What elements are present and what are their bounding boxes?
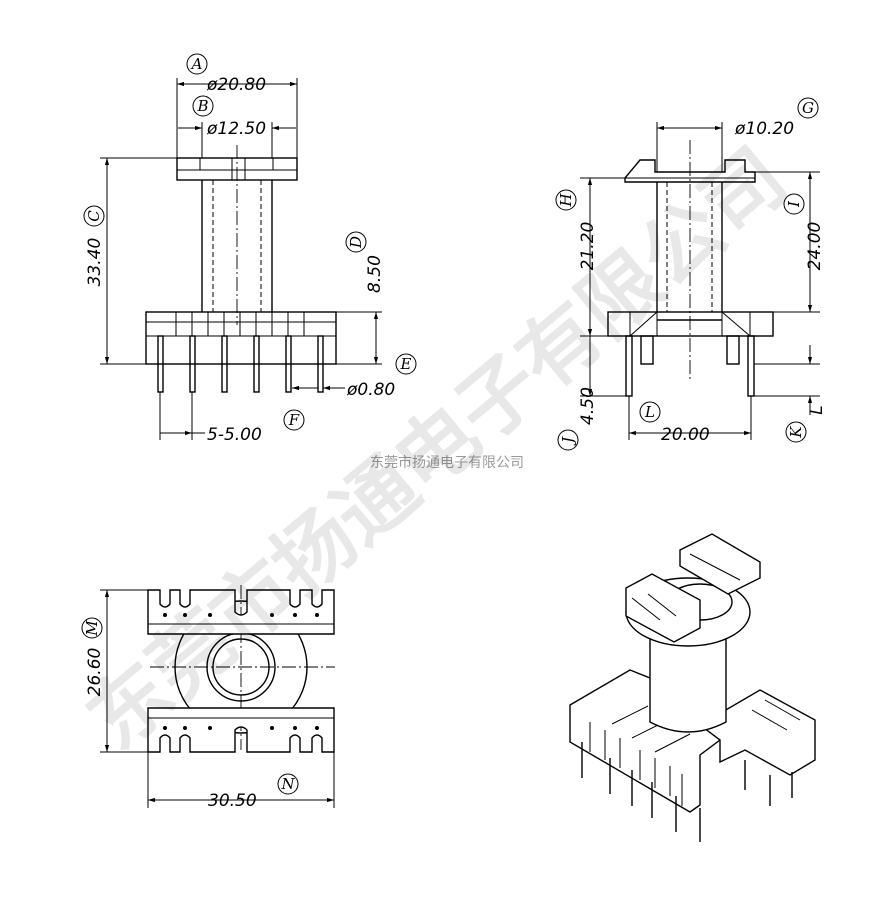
dim-J-value: 4.50 [578, 387, 598, 425]
label-G: G [797, 97, 819, 119]
label-M: M [81, 617, 103, 639]
label-D: D [345, 231, 367, 253]
svg-text:M: M [83, 620, 101, 637]
dim-B-value: ø12.50 [206, 119, 266, 139]
dim-K-value: L [807, 405, 827, 414]
svg-text:B: B [196, 97, 208, 115]
svg-text:C: C [85, 210, 103, 222]
dim-H-value: 21.20 [578, 222, 598, 271]
svg-text:K: K [787, 426, 805, 439]
label-N: N [277, 773, 299, 795]
side-view [580, 122, 820, 440]
top-view [100, 585, 335, 808]
svg-text:J: J [559, 436, 577, 446]
dim-F-value: 5-5.00 [207, 425, 262, 445]
label-J: J [557, 429, 579, 451]
svg-text:N: N [280, 775, 295, 793]
svg-text:E: E [400, 355, 412, 373]
svg-text:G: G [802, 99, 814, 117]
label-B: B [192, 95, 214, 117]
svg-text:I: I [785, 200, 803, 208]
svg-text:D: D [347, 236, 365, 249]
label-F: F [283, 409, 305, 431]
svg-text:A: A [190, 55, 203, 73]
dim-M-value: 26.60 [85, 648, 105, 697]
dim-I-value: 24.00 [805, 222, 825, 271]
label-E: E [395, 353, 417, 375]
company-caption: 东莞市扬通电子有限公司 [370, 454, 524, 471]
dim-L-value: 20.00 [661, 425, 710, 445]
front-view [100, 78, 382, 440]
label-K: K [785, 421, 807, 443]
label-I: I [783, 193, 805, 215]
label-L: L [639, 401, 661, 423]
isometric-view [569, 533, 816, 842]
dim-E-value: ø0.80 [346, 380, 395, 400]
svg-text:L: L [644, 403, 655, 421]
label-C: C [83, 205, 105, 227]
dim-C-value: 33.40 [85, 238, 105, 287]
label-A: A [186, 53, 208, 75]
dim-N-value: 30.50 [208, 791, 257, 811]
svg-text:F: F [288, 411, 300, 429]
dim-A-value: ø20.80 [206, 75, 266, 95]
svg-text:H: H [557, 193, 575, 208]
dim-G-value: ø10.20 [734, 119, 794, 139]
dim-D-value: 8.50 [365, 255, 385, 293]
label-H: H [555, 189, 577, 211]
